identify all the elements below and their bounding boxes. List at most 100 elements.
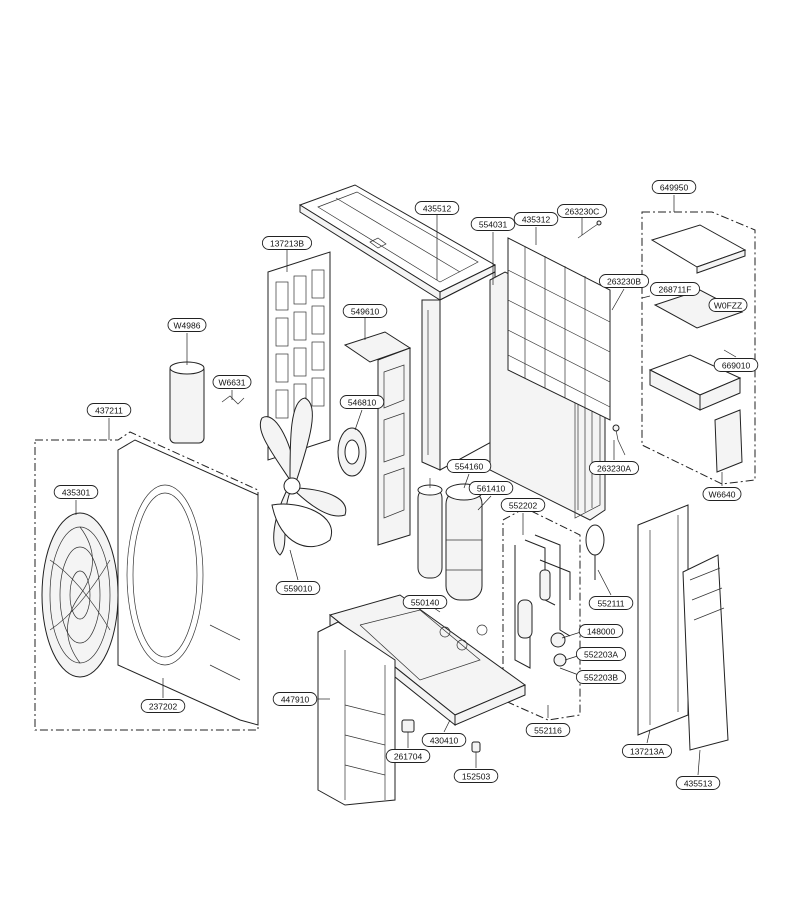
rear-grille: [507, 237, 611, 421]
part-number-text: 137213B: [270, 239, 304, 249]
part-number-text: 554160: [455, 462, 484, 472]
part-label-554160: 554160: [446, 459, 492, 473]
part-label-bubble: [212, 375, 252, 389]
part-label-552203a: 552203A: [575, 647, 627, 661]
capacitor: [169, 361, 205, 444]
part-number-text: 435513: [684, 779, 713, 789]
valve-assembly: [514, 534, 571, 669]
part-label-549610: 549610: [342, 304, 388, 318]
part-label-w6631: W6631: [212, 375, 252, 389]
part-number-text: 552116: [534, 726, 562, 736]
part-label-237202: 237202: [140, 699, 186, 713]
pipe-loop: [585, 524, 605, 580]
part-label-552111: 552111: [588, 596, 634, 610]
part-label-bubble: [556, 204, 608, 218]
sensor-wire-a: [612, 424, 626, 456]
part-label-bubble: [500, 498, 546, 512]
motor-bracket: [343, 331, 412, 546]
part-number-text: 552203A: [584, 650, 618, 660]
side-panel-a: [637, 504, 689, 736]
terminal-board: [714, 409, 743, 473]
part-number-text: 561410: [477, 484, 506, 494]
part-number-text: 437211: [95, 406, 123, 416]
part-label-bubble: [453, 769, 499, 783]
part-number-text: 649950: [660, 183, 689, 193]
front-panel-group-box: [34, 431, 259, 731]
part-label-268711f: 268711F: [649, 282, 701, 296]
part-label-bubble: [713, 358, 759, 372]
front-panel: [117, 439, 259, 726]
part-label-bubble: [598, 274, 650, 288]
right-panel: [682, 554, 729, 751]
part-label-bubble: [588, 596, 634, 610]
part-label-263230b: 263230B: [598, 274, 650, 288]
part-label-bubble: [414, 201, 460, 215]
part-label-bubble: [649, 282, 701, 296]
part-number-text: 554031: [479, 220, 508, 230]
part-number-text: 549610: [351, 307, 380, 317]
part-label-bubble: [513, 212, 559, 226]
part-label-bubble: [702, 487, 742, 501]
part-label-bubble: [342, 304, 388, 318]
part-label-bubble: [468, 481, 514, 495]
part-label-649950: 649950: [651, 180, 697, 194]
part-label-w0fzz: W0FZZ: [708, 298, 748, 312]
part-number-text: W0FZZ: [714, 301, 742, 311]
part-number-text: 263230A: [597, 464, 631, 474]
part-number-text: 435512: [423, 204, 452, 214]
part-number-text: 152503: [462, 772, 491, 782]
propeller-fan: [259, 397, 347, 556]
control-box: [648, 354, 742, 411]
part-label-bubble: [575, 670, 627, 684]
part-number-text: 237202: [149, 702, 178, 712]
part-label-435312: 435312: [513, 212, 559, 226]
part-number-text: 550140: [411, 598, 440, 608]
drain-plug: [471, 741, 481, 753]
part-label-bubble: [261, 236, 313, 250]
part-label-137213b: 137213B: [261, 236, 313, 250]
part-label-552203b: 552203B: [575, 670, 627, 684]
fan-guard: [41, 512, 119, 678]
part-labels: 649950 435512 554031 435312 263230C 137213B 26…: [53, 180, 759, 790]
part-label-137213a: 137213A: [621, 744, 673, 758]
part-number-text: 148000: [587, 627, 616, 637]
part-number-text: 435301: [62, 488, 91, 498]
part-label-bubble: [385, 749, 431, 763]
part-label-bubble: [651, 180, 697, 194]
part-number-text: 435312: [522, 215, 551, 225]
part-number-text: 559010: [284, 584, 313, 594]
part-number-text: 263230C: [565, 207, 600, 217]
part-label-435513: 435513: [675, 776, 721, 790]
fan-motor: [337, 427, 367, 477]
part-label-bubble: [446, 459, 492, 473]
part-label-bubble: [402, 595, 448, 609]
part-label-261704: 261704: [385, 749, 431, 763]
part-label-430410: 430410: [421, 733, 467, 747]
part-label-bubble: [621, 744, 673, 758]
part-label-669010: 669010: [713, 358, 759, 372]
part-label-148000: 148000: [578, 624, 624, 638]
part-label-bubble: [339, 395, 385, 409]
part-label-bubble: [470, 217, 516, 231]
cabinet-body: [421, 271, 496, 471]
top-cover: [298, 184, 497, 301]
part-label-152503: 152503: [453, 769, 499, 783]
part-number-text: 669010: [722, 361, 751, 371]
part-label-bubble: [675, 776, 721, 790]
front-side-panel: [317, 621, 396, 806]
part-label-w6640: W6640: [702, 487, 742, 501]
part-label-bubble: [578, 624, 624, 638]
part-label-554031: 554031: [470, 217, 516, 231]
part-label-w4986: W4986: [167, 318, 207, 332]
part-label-bubble: [86, 403, 132, 417]
part-number-text: W4986: [174, 321, 201, 331]
side-grille-b: [267, 251, 331, 461]
part-label-bubble: [588, 461, 640, 475]
part-label-bubble: [275, 581, 321, 595]
part-number-text: 552202: [509, 501, 538, 511]
part-label-bubble: [53, 485, 99, 499]
part-label-552202: 552202: [500, 498, 546, 512]
part-number-text: 546810: [348, 398, 377, 408]
part-label-bubble: [575, 647, 627, 661]
